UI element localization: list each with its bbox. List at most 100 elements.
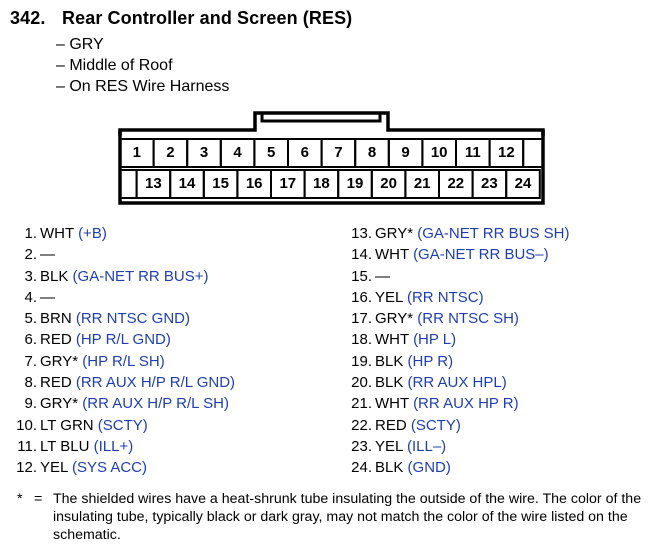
pin-number: 11. [17, 437, 37, 455]
pin-list-right: 13.GRY* (GA-NET RR BUS SH)14.WHT (GA-NET… [340, 223, 569, 479]
pin-function: (HP R/L SH) [82, 352, 165, 370]
pin-function: (HP L) [413, 331, 457, 349]
pin-function: (GA-NET RR BUS SH) [417, 225, 570, 242]
wire-color: YEL [40, 459, 68, 477]
pin-number: 8. [24, 374, 37, 392]
pin-label: 14 [178, 175, 196, 192]
pin-function: (RR AUX H/P R/L GND) [75, 374, 236, 392]
wire-color: WHT [375, 331, 409, 349]
pin-function: (ILL+) [93, 437, 134, 455]
wire-color: LT BLU [40, 437, 90, 455]
pin-label: 19 [346, 175, 364, 192]
wire-color: — [40, 288, 55, 306]
pin-row: 5.BRN (RR NTSC GND) [13, 308, 235, 329]
footnote-equals: = [34, 491, 43, 507]
connector-name: Rear Controller and Screen (RES) [62, 8, 353, 28]
pin-label: 16 [245, 175, 263, 192]
wire-color: GRY* [375, 310, 414, 328]
pin-row: 15.— [340, 266, 569, 287]
wire-color: RED [40, 331, 72, 349]
pin-row: 1.WHT (+B) [13, 223, 235, 244]
pin-number: 2. [24, 246, 37, 264]
pin-number: 10. [16, 416, 37, 434]
wire-color: YEL [375, 288, 403, 306]
pin-label: 24 [514, 175, 532, 192]
pin-label: 9 [401, 144, 410, 161]
wire-color: RED [375, 416, 407, 434]
pin-row: 24.BLK (GND) [340, 457, 569, 478]
wire-color: YEL [375, 437, 403, 455]
pin-number: 12. [16, 459, 37, 477]
pin-cell [505, 169, 541, 199]
pin-label: 5 [267, 144, 276, 161]
pin-row: 12.YEL (SYS ACC) [13, 457, 235, 478]
pin-number: 9. [24, 395, 37, 413]
wire-color: BLK [375, 374, 404, 392]
blank-cell [522, 138, 545, 168]
pin-function: (+B) [78, 225, 107, 242]
pin-label: 4 [233, 144, 242, 161]
pin-label: 13 [145, 175, 162, 192]
pin-label: 11 [464, 144, 481, 161]
wire-color: GRY* [375, 225, 414, 242]
pin-row: 10.LT GRN (SCTY) [13, 415, 235, 436]
detail-color: – GRY [56, 36, 104, 53]
pin-label: 1 [132, 144, 141, 161]
pin-number: 17. [351, 310, 372, 328]
pin-label: 21 [413, 175, 431, 192]
connector-details: – GRY – Middle of Roof – On RES Wire Har… [56, 34, 229, 97]
section-number: 342. [10, 8, 46, 28]
pin-row: 14.WHT (GA-NET RR BUS–) [340, 244, 569, 265]
wire-color: GRY* [40, 395, 79, 413]
wire-color: WHT [375, 395, 409, 413]
pin-row: 21.WHT (RR AUX HP R) [340, 393, 569, 414]
pin-number: 4. [24, 288, 37, 306]
pin-label: 10 [430, 144, 448, 161]
pin-row: 20.BLK (RR AUX HPL) [340, 372, 569, 393]
pin-number: 5. [24, 310, 37, 328]
pin-row: 16.YEL (RR NTSC) [340, 287, 569, 308]
pin-function: (SCTY) [410, 416, 461, 434]
pin-function: (ILL–) [406, 437, 447, 455]
pin-number: 6. [24, 331, 37, 349]
pin-row: 3.BLK (GA-NET RR BUS+) [13, 266, 235, 287]
pin-function: (RR NTSC SH) [417, 310, 519, 328]
wire-color: GRY* [40, 352, 79, 370]
wire-color: WHT [40, 225, 74, 242]
pin-number: 13. [351, 225, 372, 242]
wire-color: — [40, 246, 55, 264]
pin-label: 22 [447, 175, 465, 192]
pin-row: 7.GRY* (HP R/L SH) [13, 351, 235, 372]
footnote: * = The shielded wires have a heat-shrun… [17, 490, 647, 544]
pin-row: 4.— [13, 287, 235, 308]
pin-number: 3. [24, 267, 37, 285]
pin-row: 19.BLK (HP R) [340, 351, 569, 372]
wire-color: BLK [375, 459, 404, 477]
pin-function: (HP R) [407, 352, 454, 370]
pin-function: (GA-NET RR BUS+) [72, 267, 209, 285]
pin-number: 22. [351, 416, 372, 434]
pin-row: 13.GRY* (GA-NET RR BUS SH) [340, 223, 569, 244]
pin-function: (RR AUX H/P R/L SH) [82, 395, 229, 413]
wire-color: BLK [40, 267, 69, 285]
detail-location: – Middle of Roof [56, 57, 173, 74]
pin-number: 19. [351, 352, 372, 370]
detail-harness: – On RES Wire Harness [56, 78, 230, 95]
pin-label: 17 [279, 175, 297, 192]
pin-label: 15 [212, 175, 229, 192]
pin-function: (HP R/L GND) [75, 331, 171, 349]
wire-color: BRN [40, 310, 72, 328]
pin-list-left: 1.WHT (+B)2.— 3.BLK (GA-NET RR BUS+)4.— … [13, 223, 235, 479]
pin-function: (RR AUX HPL) [407, 374, 507, 392]
pin-row: 11.LT BLU (ILL+) [13, 436, 235, 457]
pin-label: 6 [300, 144, 309, 161]
pin-number: 20. [351, 374, 372, 392]
footnote-text: The shielded wires have a heat-shrunk tu… [53, 491, 642, 543]
pin-label: 3 [199, 144, 209, 161]
pin-number: 7. [24, 352, 37, 370]
pin-label: 7 [334, 144, 343, 161]
pin-label: 23 [481, 175, 498, 192]
wire-color: BLK [375, 352, 404, 370]
pin-row: 9.GRY* (RR AUX H/P R/L SH) [13, 393, 235, 414]
page-title: 342. Rear Controller and Screen (RES) [10, 8, 352, 29]
